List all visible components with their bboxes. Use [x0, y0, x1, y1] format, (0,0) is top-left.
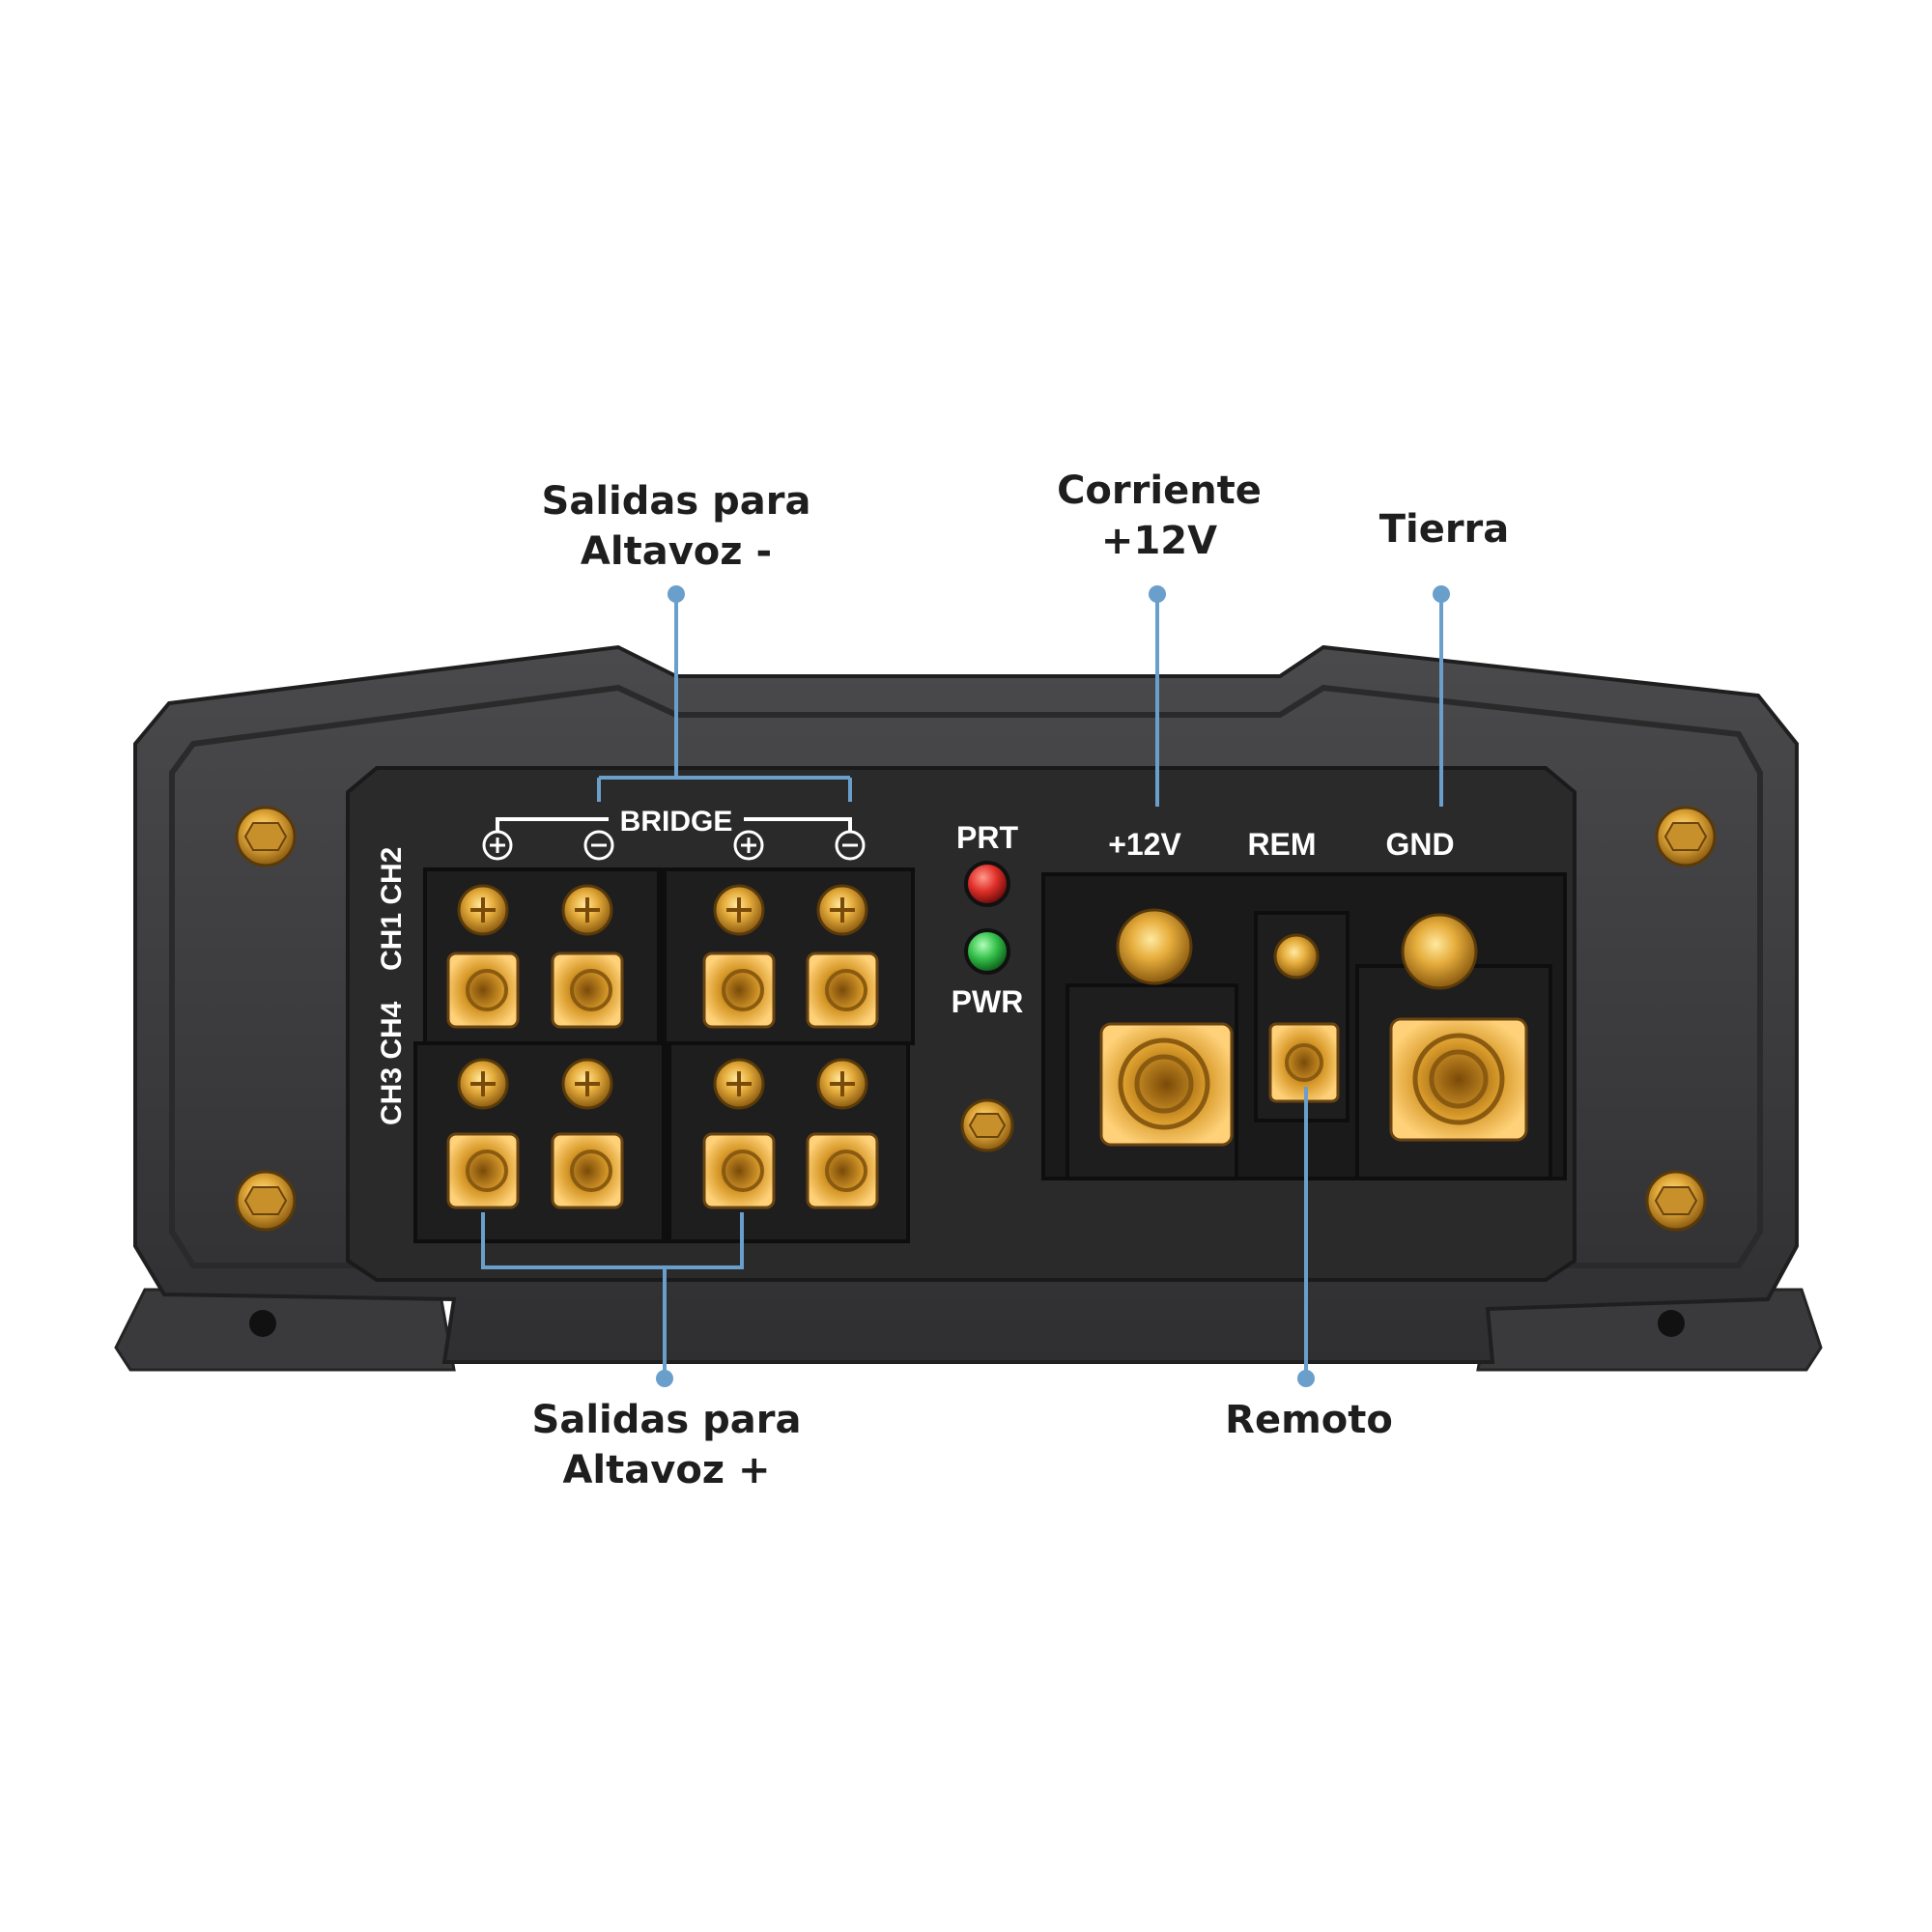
phillips-slot-icon — [470, 1071, 496, 1096]
corner-screw-top-right — [1655, 806, 1717, 867]
corner-screw-bottom-left — [235, 1170, 297, 1232]
phillips-slot-icon — [830, 897, 855, 923]
speaker-wire-hole — [551, 952, 624, 1029]
phillips-slot-icon — [726, 1071, 752, 1096]
ch12-label: CH1 CH2 — [376, 847, 408, 971]
pwr-led — [964, 928, 1010, 975]
polarity-minus-icon-2 — [835, 830, 866, 861]
speaker-terminals — [446, 884, 879, 1209]
callout-speaker-neg: Salidas para Altavoz - — [536, 476, 816, 577]
speaker-wire-hole — [446, 1132, 520, 1209]
speaker-wire-hole — [702, 1132, 776, 1209]
callout-speaker-pos-line2: Altavoz + — [562, 1448, 771, 1492]
callout-ground: Tierra — [1348, 504, 1541, 554]
mounting-foot-left — [114, 1288, 456, 1372]
polarity-minus-icon-1 — [583, 830, 614, 861]
plus12v-terminal — [1099, 908, 1234, 1147]
prt-label: PRT — [956, 820, 1018, 855]
wire-hole-thread — [466, 969, 508, 1011]
wire-hole-thread — [825, 969, 867, 1011]
gnd-label: GND — [1385, 827, 1454, 862]
callout-dot-speaker-neg — [668, 585, 685, 603]
phillips-slot-icon — [830, 1071, 855, 1096]
callout-power-line2: +12V — [1100, 519, 1218, 563]
callout-power: Corriente +12V — [1038, 466, 1280, 566]
ch34-label: CH3 CH4 — [376, 1001, 408, 1125]
mounting-hole-left — [249, 1310, 276, 1337]
corner-screw-top-left — [235, 806, 297, 867]
phillips-slot-icon — [575, 1071, 600, 1096]
wire-hole-thread — [722, 969, 764, 1011]
callout-speaker-pos: Salidas para Altavoz + — [526, 1395, 807, 1495]
plus12v-label: +12V — [1108, 827, 1181, 862]
corner-screw-bottom-right — [1645, 1170, 1707, 1232]
bridge-bracket — [496, 817, 852, 833]
mounting-hole-right — [1658, 1310, 1685, 1337]
polarity-plus-icon-1 — [482, 830, 513, 861]
speaker-wire-hole — [551, 1132, 624, 1209]
phillips-slot-icon — [470, 897, 496, 923]
callout-dot-ground — [1433, 585, 1450, 603]
callout-speaker-pos-line1: Salidas para — [531, 1398, 802, 1442]
callout-dot-power — [1149, 585, 1166, 603]
wire-hole-thread — [825, 1150, 867, 1192]
callout-speaker-neg-line1: Salidas para — [541, 479, 811, 524]
callout-lines — [481, 594, 1443, 1378]
callout-dots — [656, 585, 1450, 1387]
speaker-wire-hole — [446, 952, 520, 1029]
center-screw — [960, 1098, 1014, 1152]
callout-remote-line1: Remoto — [1225, 1398, 1393, 1442]
callout-line-speaker-neg — [597, 594, 852, 802]
wire-hole-thread — [466, 1150, 508, 1192]
callout-dot-speaker-pos — [656, 1370, 673, 1387]
callout-dot-remote — [1297, 1370, 1315, 1387]
pwr-label: PWR — [952, 984, 1024, 1019]
wire-hole-thread — [570, 1150, 612, 1192]
speaker-wire-hole — [702, 952, 776, 1029]
speaker-wire-hole — [806, 952, 879, 1029]
speaker-wire-hole — [806, 1132, 879, 1209]
bridge-label: BRIDGE — [620, 806, 733, 838]
prt-led — [964, 861, 1010, 907]
callout-remote: Remoto — [1203, 1395, 1415, 1445]
callout-power-line1: Corriente — [1057, 469, 1262, 513]
callout-speaker-neg-line2: Altavoz - — [580, 529, 773, 574]
phillips-slot-icon — [575, 897, 600, 923]
wire-hole-thread — [722, 1150, 764, 1192]
callout-line-speaker-pos — [481, 1212, 744, 1378]
rem-label: REM — [1247, 827, 1316, 862]
gnd-terminal — [1389, 913, 1528, 1142]
polarity-plus-icon-2 — [733, 830, 764, 861]
callout-ground-line1: Tierra — [1378, 507, 1510, 552]
phillips-slot-icon — [726, 897, 752, 923]
wire-hole-thread — [570, 969, 612, 1011]
